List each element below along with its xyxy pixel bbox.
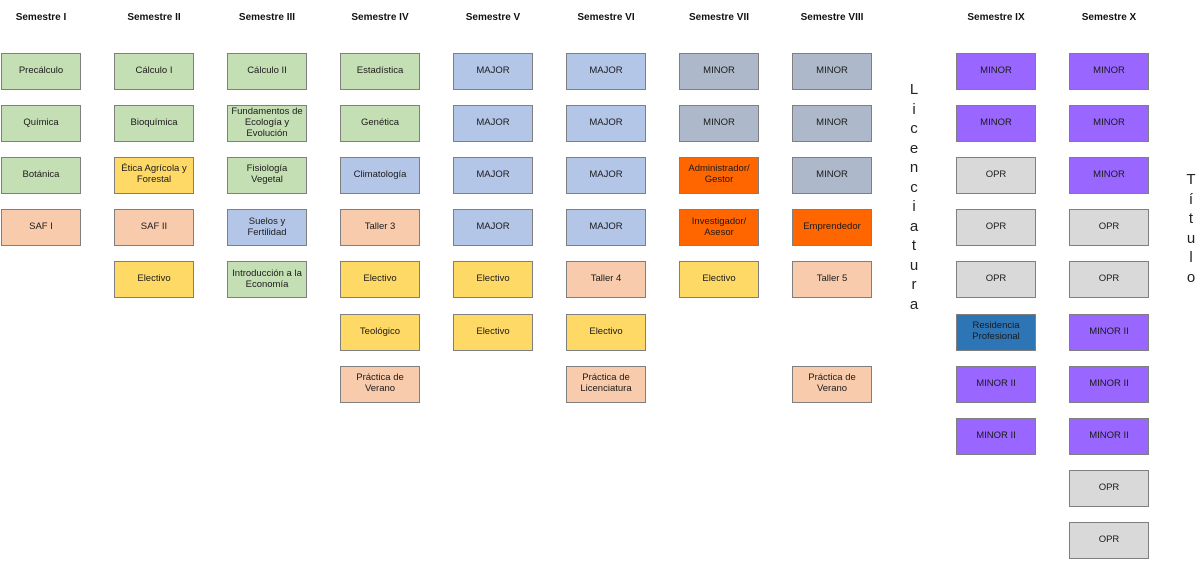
course-box: Climatología <box>340 156 420 194</box>
semester-header: Semestre IX <box>967 12 1025 23</box>
semester-header: Semestre VIII <box>800 12 864 23</box>
course-box: Práctica de Verano <box>340 365 420 403</box>
course-box: MAJOR <box>566 104 646 142</box>
course-box: Electivo <box>453 261 533 299</box>
course-box: MINOR <box>956 104 1036 142</box>
course-box: MINOR <box>679 104 759 142</box>
course-box: Teológico <box>340 313 420 351</box>
course-box: OPR <box>1069 209 1149 247</box>
course-box: MAJOR <box>453 156 533 194</box>
course-box: MINOR <box>792 156 872 194</box>
course-box: Química <box>1 104 81 142</box>
course-box: MINOR <box>1069 52 1149 90</box>
course-box: MAJOR <box>566 156 646 194</box>
course-box: Electivo <box>679 261 759 299</box>
course-box: MINOR <box>1069 104 1149 142</box>
semester-header: Semestre IV <box>351 12 409 23</box>
course-box: OPR <box>956 261 1036 299</box>
course-box: MAJOR <box>566 209 646 247</box>
semester-header: Semestre II <box>127 12 181 23</box>
course-box: Electivo <box>453 313 533 351</box>
course-box: Investigador/ Asesor <box>679 209 759 247</box>
course-box: Práctica de Licenciatura <box>566 365 646 403</box>
course-box: Introducción a la Economía <box>227 261 307 299</box>
course-box: Bioquímica <box>114 104 194 142</box>
semester-header: Semestre VI <box>577 12 635 23</box>
course-box: Electivo <box>114 261 194 299</box>
course-box: MAJOR <box>453 209 533 247</box>
semester-header: Semestre X <box>1081 12 1137 23</box>
course-box: Administrador/ Gestor <box>679 156 759 194</box>
course-box: Suelos y Fertilidad <box>227 209 307 247</box>
course-box: OPR <box>956 209 1036 247</box>
course-box: Precálculo <box>1 52 81 90</box>
course-box: MAJOR <box>453 104 533 142</box>
course-box: Fisiología Vegetal <box>227 156 307 194</box>
course-box: MINOR <box>956 52 1036 90</box>
course-box: Cálculo II <box>227 52 307 90</box>
course-box: OPR <box>1069 261 1149 299</box>
course-box: MAJOR <box>453 52 533 90</box>
course-box: Práctica de Verano <box>792 365 872 403</box>
course-box: OPR <box>1069 522 1149 560</box>
course-box: MAJOR <box>566 52 646 90</box>
semester-header: Semestre I <box>15 12 67 23</box>
course-box: MINOR II <box>1069 417 1149 455</box>
semester-header: Semestre V <box>465 12 521 23</box>
course-box: MINOR <box>1069 156 1149 194</box>
course-box: Ética Agrícola y Forestal <box>114 156 194 194</box>
course-box: Taller 4 <box>566 261 646 299</box>
course-box: MINOR II <box>956 365 1036 403</box>
course-box: MINOR <box>792 52 872 90</box>
course-box: Fundamentos de Ecología y Evolución <box>227 104 307 142</box>
course-box: SAF I <box>1 209 81 247</box>
semester-header: Semestre III <box>238 12 296 23</box>
course-box: Genética <box>340 104 420 142</box>
course-box: Emprendedor <box>792 209 872 247</box>
course-box: MINOR II <box>1069 365 1149 403</box>
course-box: Electivo <box>340 261 420 299</box>
course-box: MINOR <box>679 52 759 90</box>
course-box: MINOR II <box>956 417 1036 455</box>
course-box: Estadística <box>340 52 420 90</box>
course-box: MINOR <box>792 104 872 142</box>
course-box: Residencia Profesional <box>956 313 1036 351</box>
semester-header: Semestre VII <box>688 12 750 23</box>
course-box: Cálculo I <box>114 52 194 90</box>
course-box: OPR <box>1069 470 1149 508</box>
course-box: SAF II <box>114 209 194 247</box>
course-box: Taller 3 <box>340 209 420 247</box>
course-box: Electivo <box>566 313 646 351</box>
course-box: Botánica <box>1 156 81 194</box>
course-box: Taller 5 <box>792 261 872 299</box>
course-box: OPR <box>956 156 1036 194</box>
course-box: MINOR II <box>1069 313 1149 351</box>
